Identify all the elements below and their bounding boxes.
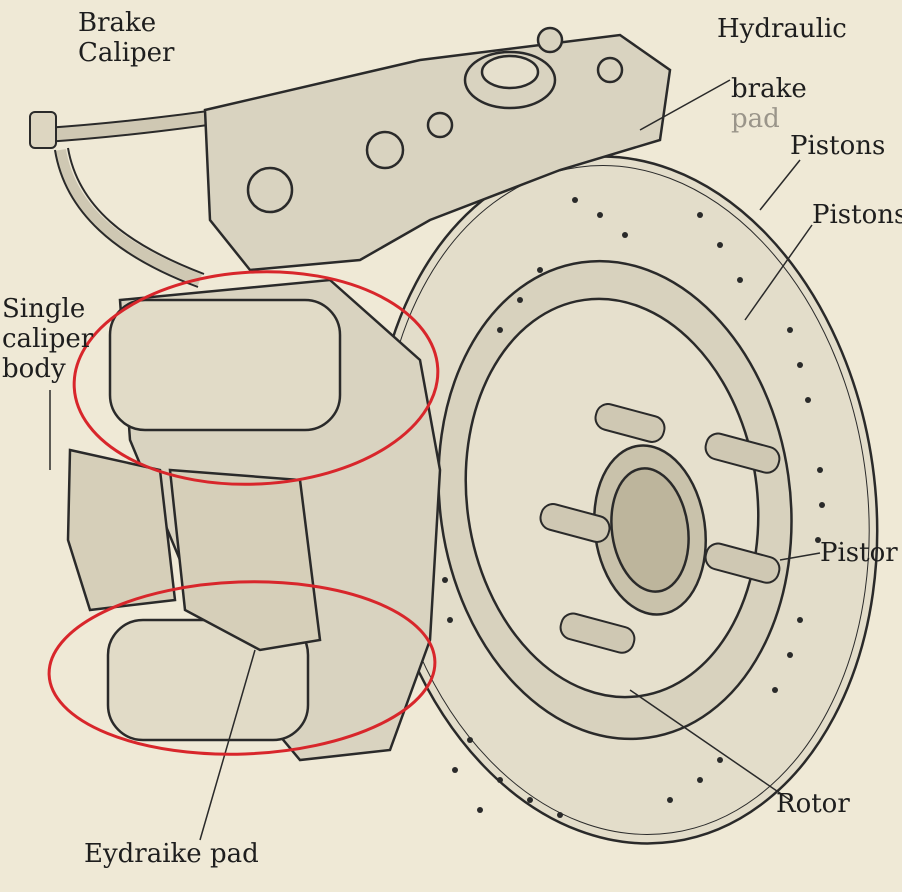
- highlight-ellipses: [47, 270, 440, 756]
- label-brake-line2: brake pad: [731, 44, 807, 134]
- upper-highlight-ellipse: [72, 270, 440, 486]
- label-brake-pad-bottom: Eydraike pad: [84, 839, 259, 869]
- label-single-caliper-body: Single caliper body: [2, 294, 94, 384]
- label-hydraulic: Hydraulic: [717, 14, 847, 44]
- wheel-studs: [539, 403, 781, 654]
- rotor-drill-holes: [442, 197, 825, 818]
- label-pistons-second: Pistons: [812, 200, 902, 230]
- lower-highlight-ellipse: [47, 580, 437, 756]
- label-piston: Pistor: [820, 538, 898, 568]
- label-brake-caliper: Brake Caliper: [78, 8, 175, 68]
- leader-lines: [49, 79, 821, 841]
- label-brake-word: brake: [731, 74, 807, 104]
- label-rotor: Rotor: [776, 789, 850, 819]
- label-pad-faint: pad: [731, 104, 780, 134]
- rotor-disc: [371, 155, 879, 845]
- label-pistons-top: Pistons: [790, 131, 886, 161]
- brake-pads: [66, 448, 322, 652]
